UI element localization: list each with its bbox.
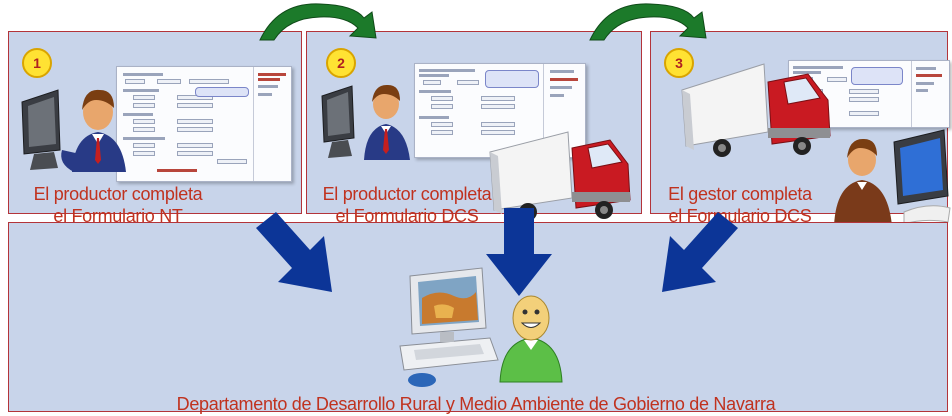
producer-at-computer-icon: [21, 89, 126, 172]
step-3-caption-line-2: el Formulario DCS: [668, 206, 812, 226]
step-2-number-badge: 2: [326, 48, 356, 78]
down-right-arrow-icon: [256, 212, 332, 292]
delivery-truck-icon: [681, 63, 831, 157]
step-3-caption: El gestor completa el Formulario DCS: [654, 183, 826, 227]
step-1-caption: El productor completa el Formulario NT: [12, 183, 224, 227]
step-2-caption-line-1: El productor completa: [322, 184, 492, 204]
down-left-arrow-icon: [662, 212, 738, 292]
user-avatar-icon: [499, 295, 563, 383]
step-2-caption-line-2: el Formulario DCS: [335, 206, 479, 226]
step-1-number-badge: 1: [22, 48, 52, 78]
step-1-caption-line-1: El productor completa: [33, 184, 203, 204]
government-computer-icon: [399, 267, 499, 387]
step-3-number-badge: 3: [664, 48, 694, 78]
down-arrow-icon: [486, 208, 552, 296]
curved-arrow-icon: [589, 3, 707, 41]
producer-at-computer-icon: [321, 84, 410, 160]
manager-at-computer-icon: [834, 129, 951, 226]
step-3-caption-line-1: El gestor completa: [668, 184, 812, 204]
step-1-caption-line-2: el Formulario NT: [53, 206, 183, 226]
curved-arrow-icon: [259, 3, 377, 41]
step-2-caption: El productor completa el Formulario DCS: [300, 183, 514, 227]
department-label: Departamento de Desarrollo Rural y Medio…: [176, 394, 776, 414]
step-1-form-screenshot: [116, 66, 292, 182]
